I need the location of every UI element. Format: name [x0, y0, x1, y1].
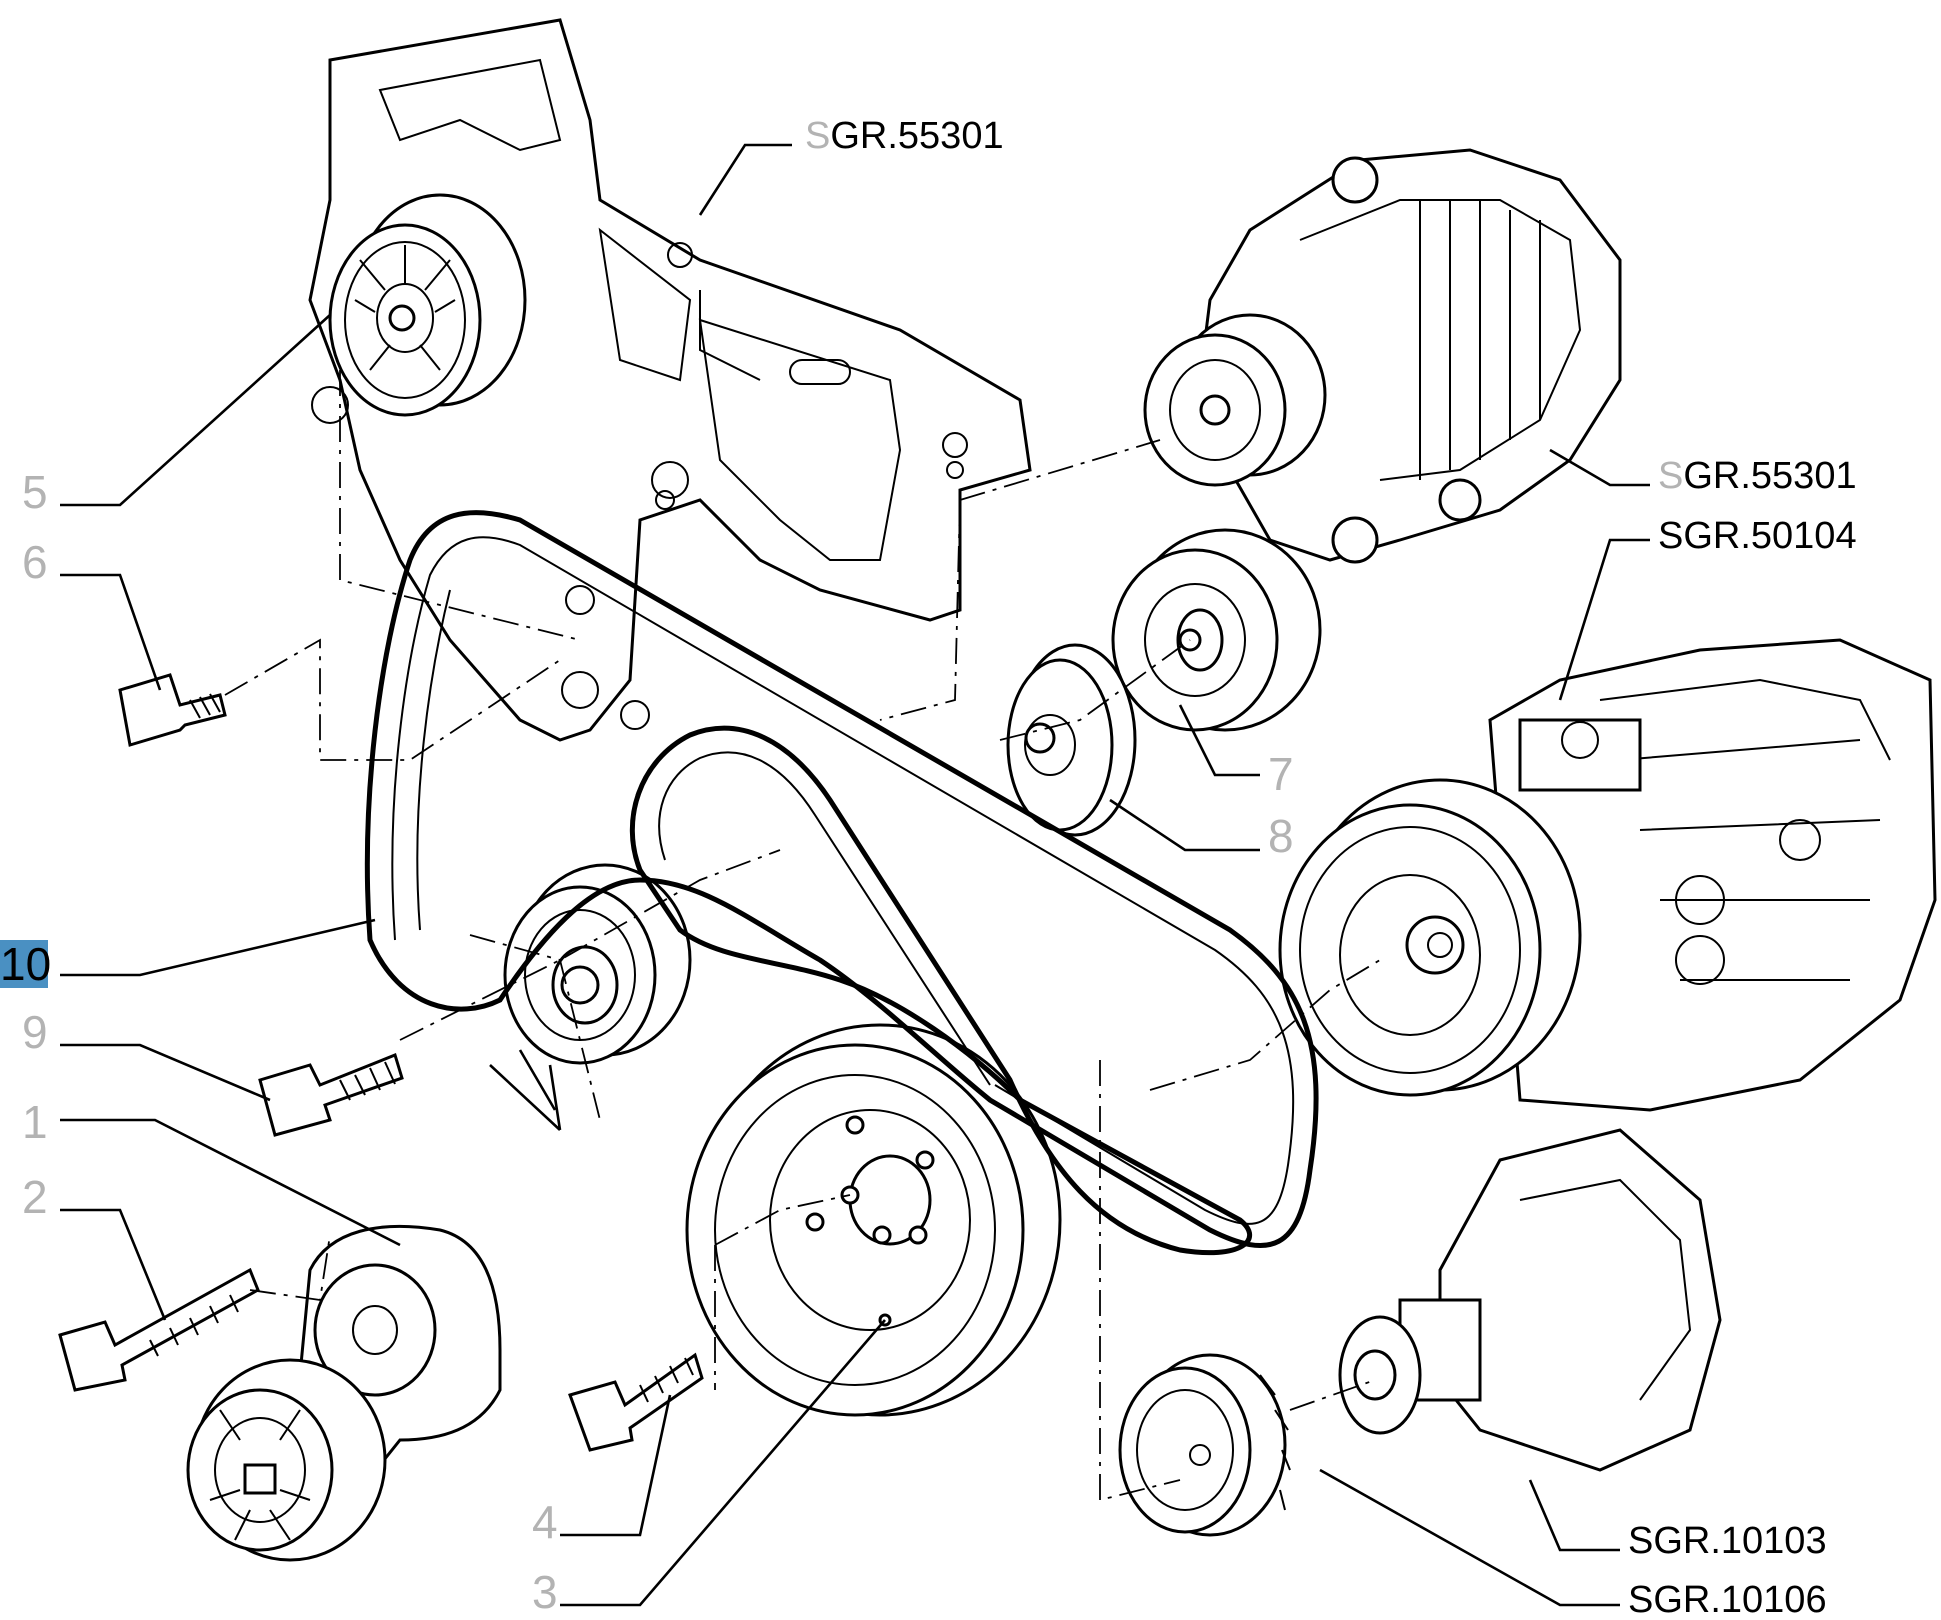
callout-labels: 5 6 10 9 1 2 4 3 7 8	[0, 466, 1294, 1618]
callout-3[interactable]: 3	[532, 1566, 558, 1618]
callout-5[interactable]: 5	[22, 466, 48, 518]
timing-pulley	[1118, 1353, 1291, 1537]
accessory-bracket	[308, 18, 1032, 742]
ref-timing-pulley-label[interactable]: SGR.10106	[1628, 1579, 1827, 1620]
idler-pulley-7	[1111, 528, 1322, 732]
tensioner-pulley	[503, 863, 692, 1065]
ref-compressor-label[interactable]: SGR.50104	[1658, 515, 1857, 557]
callout-4[interactable]: 4	[532, 1496, 558, 1548]
crankshaft-end	[1338, 1128, 1722, 1472]
leader-lines	[60, 143, 1650, 1607]
callout-1[interactable]: 1	[22, 1096, 48, 1148]
callout-2[interactable]: 2	[22, 1171, 48, 1223]
axis-lines	[224, 370, 1381, 1502]
bolt-9	[258, 1053, 404, 1137]
crankshaft-pulley	[685, 1023, 1062, 1417]
bolt-2	[58, 1267, 260, 1392]
ref-crankshaft-label[interactable]: SGR.10103	[1628, 1520, 1827, 1562]
callout-10-highlight	[0, 940, 48, 988]
ref-bracket-label[interactable]: SGR.55301	[805, 115, 1004, 157]
callout-9[interactable]: 9	[22, 1006, 48, 1058]
callout-8[interactable]: 8	[1268, 810, 1294, 862]
reference-labels: SGR.55301 SGR.55301 SGR.50104 SGR.10103 …	[805, 115, 1857, 1620]
alternator	[1143, 148, 1622, 564]
idler-pulley-8	[1006, 643, 1137, 837]
drive-belt-10	[364, 510, 1319, 1248]
callout-10[interactable]: 10	[0, 938, 51, 990]
ref-alternator-label[interactable]: SGR.55301	[1658, 455, 1857, 497]
ac-compressor	[1278, 638, 1937, 1112]
ac-belt	[629, 725, 1253, 1256]
power-steering-pulley	[328, 193, 527, 417]
callout-7[interactable]: 7	[1268, 748, 1294, 800]
bolt-4	[568, 1352, 704, 1452]
belt-tensioner-unit	[186, 1224, 502, 1562]
bolt-6	[118, 673, 227, 747]
callout-6[interactable]: 6	[22, 536, 48, 588]
